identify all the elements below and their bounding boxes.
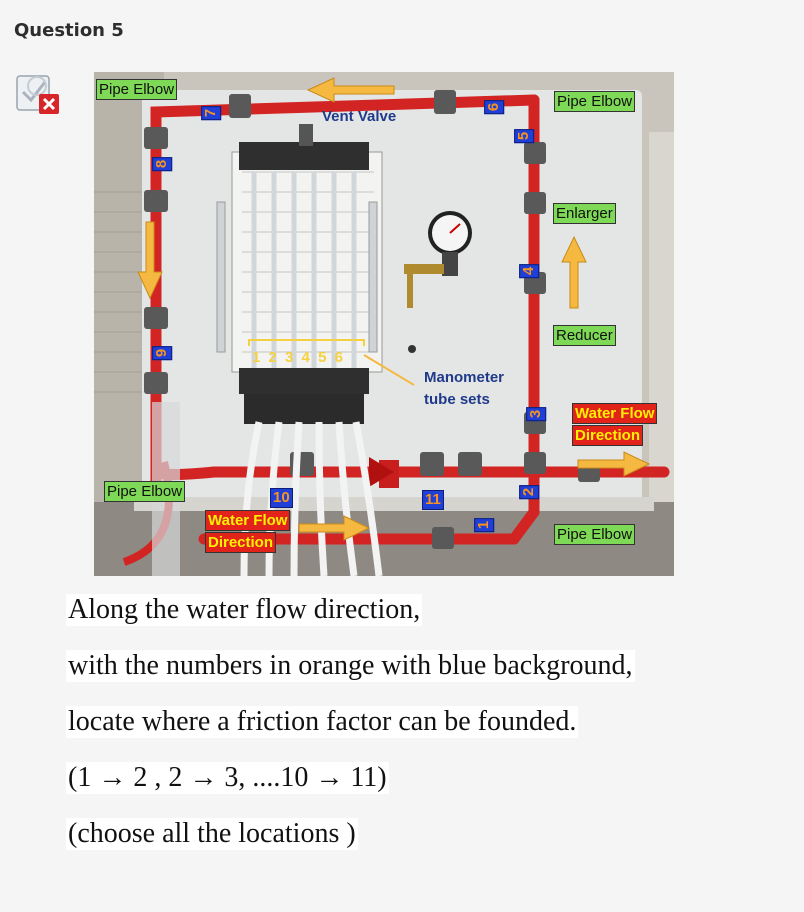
tube-number: 6 [334, 349, 345, 366]
apparatus-photo [94, 72, 674, 576]
point-7: 7 [201, 105, 222, 121]
prompt-line-3: locate where a friction factor can be fo… [66, 706, 579, 738]
label-enlarger: Enlarger [553, 203, 616, 224]
label-vent-valve: Vent Valve [322, 108, 397, 125]
prompt-line-5: (choose all the locations ) [66, 818, 358, 850]
label-flow-right-line1: Water Flow [572, 403, 658, 424]
tube-number: 4 [301, 349, 312, 366]
label-pipe-elbow-bottom-left: Pipe Elbow [104, 481, 186, 502]
tube-number: 5 [318, 349, 329, 366]
point-5: 5 [514, 128, 535, 144]
tube-number: 3 [285, 349, 296, 366]
point-11: 11 [422, 490, 444, 510]
point-10: 10 [270, 488, 293, 508]
label-pipe-elbow-top-right: Pipe Elbow [554, 91, 636, 112]
point-4: 4 [519, 263, 540, 279]
incorrect-icon [15, 72, 61, 118]
point-9: 9 [152, 345, 173, 361]
label-pipe-elbow-top-left: Pipe Elbow [96, 79, 178, 100]
label-pipe-elbow-bottom-right: Pipe Elbow [554, 524, 636, 545]
label-flow-right-line2: Direction [572, 425, 644, 446]
point-1: 1 [474, 517, 495, 533]
point-3: 3 [526, 406, 547, 422]
question-title: Question 5 [14, 20, 124, 41]
label-manometer-line2: tube sets [424, 391, 490, 408]
point-6: 6 [484, 99, 505, 115]
point-2: 2 [519, 484, 540, 500]
prompt-line-2: with the numbers in orange with blue bac… [66, 650, 635, 682]
prompt-line-4: (1 → 2 , 2 → 3, ....10 → 11) [66, 762, 389, 794]
label-flow-bottom-line1: Water Flow [205, 510, 291, 531]
label-manometer-line1: Manometer [424, 369, 505, 386]
label-reducer: Reducer [553, 325, 616, 346]
point-8: 8 [152, 156, 173, 172]
label-flow-bottom-line2: Direction [205, 532, 277, 553]
tube-number: 1 [252, 349, 263, 366]
tube-number: 2 [268, 349, 279, 366]
prompt-line-1: Along the water flow direction, [66, 594, 423, 626]
